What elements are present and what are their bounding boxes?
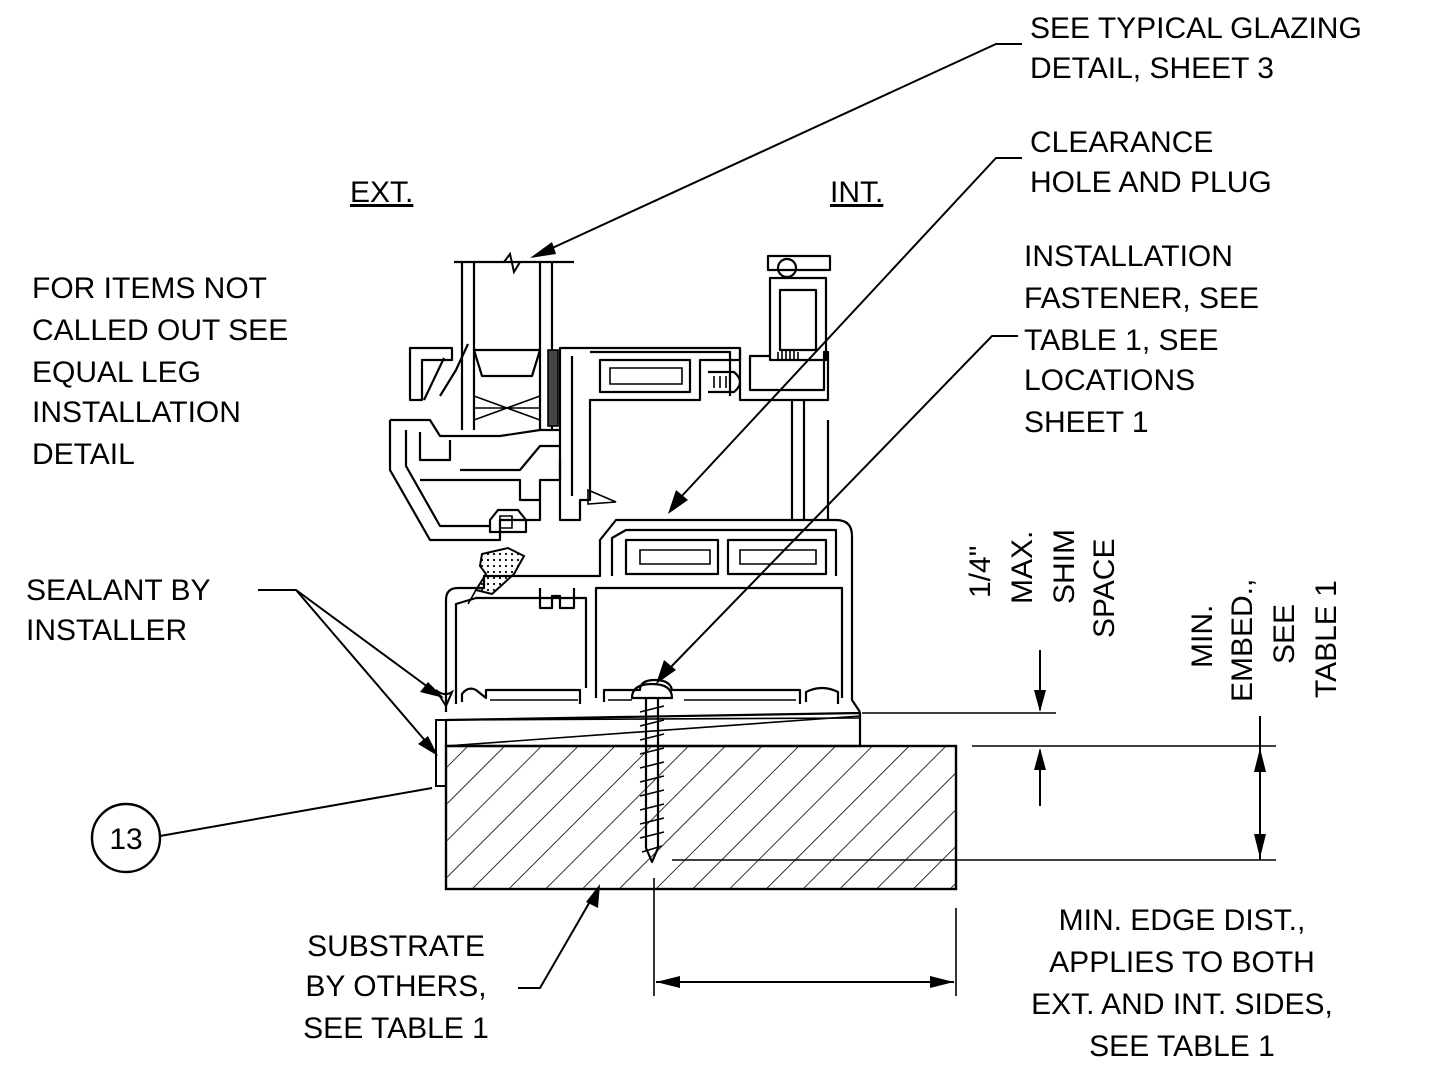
callout-13: 13 <box>90 802 162 874</box>
items-line-1: FOR ITEMS NOT <box>32 272 267 305</box>
label-shim-space: 1/4" MAX. SHIM SPACE <box>964 529 1121 638</box>
embed-line-4: TABLE 1 <box>1310 580 1343 698</box>
label-min-edge-distance: MIN. EDGE DIST., APPLIES TO BOTH EXT. AN… <box>1031 904 1333 1063</box>
install-line-3: TABLE 1, SEE <box>1024 324 1219 357</box>
glazing-unit <box>454 251 574 430</box>
edge-line-2: APPLIES TO BOTH <box>1049 946 1315 979</box>
substrate-line-3: SEE TABLE 1 <box>303 1012 489 1045</box>
shim-line-1: 1/4" <box>964 546 997 598</box>
callout-number: 13 <box>109 823 142 856</box>
edge-line-1: MIN. EDGE DIST., <box>1059 904 1306 937</box>
glazing-line-1: SEE TYPICAL GLAZING <box>1030 12 1362 45</box>
installation-fastener <box>630 682 674 864</box>
sealant-line-1: SEALANT BY <box>26 574 211 607</box>
shim <box>444 711 862 748</box>
window-frame-profile <box>388 254 861 713</box>
items-line-2: CALLED OUT SEE <box>32 314 288 347</box>
dimension-edge-distance <box>653 878 957 996</box>
label-sides: EXT. INT. <box>350 176 883 209</box>
shim-line-2: MAX. <box>1006 531 1039 604</box>
dimension-embedment <box>672 716 1276 861</box>
label-glazing: SEE TYPICAL GLAZING DETAIL, SHEET 3 <box>1030 12 1362 85</box>
label-sealant: SEALANT BY INSTALLER <box>26 574 211 647</box>
substrate-line-1: SUBSTRATE <box>307 930 485 963</box>
items-line-5: DETAIL <box>32 438 135 471</box>
label-items-not-called-out: FOR ITEMS NOT CALLED OUT SEE EQUAL LEG I… <box>32 272 288 471</box>
substrate <box>444 744 958 891</box>
exterior-label: EXT. <box>350 176 413 209</box>
label-substrate: SUBSTRATE BY OTHERS, SEE TABLE 1 <box>303 930 489 1045</box>
label-clearance: CLEARANCE HOLE AND PLUG <box>1030 126 1272 199</box>
dimension-shim <box>862 650 1276 806</box>
clearance-line-1: CLEARANCE <box>1030 126 1213 159</box>
shim-line-4: SPACE <box>1088 539 1121 638</box>
clearance-line-2: HOLE AND PLUG <box>1030 166 1272 199</box>
substrate-line-2: BY OTHERS, <box>305 970 486 1003</box>
embed-line-1: MIN. <box>1186 605 1219 668</box>
label-min-embedment: MIN. EMBED., SEE TABLE 1 <box>1186 579 1343 702</box>
embed-line-2: EMBED., <box>1226 579 1259 702</box>
install-line-1: INSTALLATION <box>1024 240 1233 273</box>
sealant-line-2: INSTALLER <box>26 614 187 647</box>
install-line-4: LOCATIONS <box>1024 364 1195 397</box>
edge-line-3: EXT. AND INT. SIDES, <box>1031 988 1333 1021</box>
leader-lines <box>159 43 1022 989</box>
glazing-line-2: DETAIL, SHEET 3 <box>1030 52 1274 85</box>
shim-line-3: SHIM <box>1048 529 1081 604</box>
install-line-5: SHEET 1 <box>1024 406 1149 439</box>
items-line-4: INSTALLATION <box>32 396 241 429</box>
install-line-2: FASTENER, SEE <box>1024 282 1259 315</box>
interior-label: INT. <box>830 176 883 209</box>
embed-line-3: SEE <box>1268 604 1301 664</box>
items-line-3: EQUAL LEG <box>32 356 201 389</box>
edge-line-4: SEE TABLE 1 <box>1089 1030 1275 1063</box>
label-installation-fastener: INSTALLATION FASTENER, SEE TABLE 1, SEE … <box>1024 240 1259 439</box>
